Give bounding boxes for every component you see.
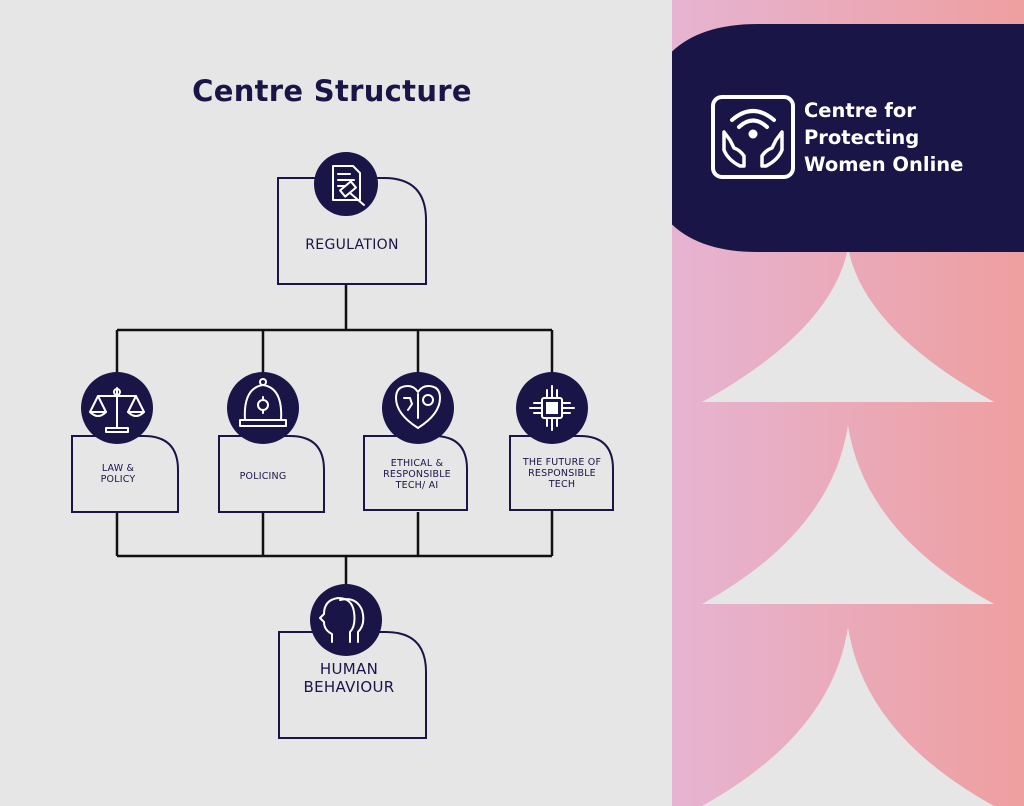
- law-policy-label: LAW & POLICY: [100, 463, 136, 485]
- decorative-panel: [672, 0, 1024, 806]
- node-boxes: [71, 177, 614, 739]
- police-helmet-icon: [239, 378, 287, 427]
- document-gavel-icon: [332, 165, 365, 206]
- future-tech-box: [509, 435, 614, 511]
- brand-line-3: Women Online: [804, 153, 964, 176]
- human-behaviour-label: HUMAN BEHAVIOUR: [303, 660, 395, 696]
- scales-icon: [89, 387, 145, 433]
- connector-lines: [115, 284, 554, 590]
- policing-box: [218, 435, 325, 513]
- brand-line-2: Protecting: [804, 126, 920, 149]
- microchip-icon: [529, 385, 575, 431]
- page-title: Centre Structure: [192, 74, 472, 108]
- future-tech-label: THE FUTURE OF RESPONSIBLE TECH: [522, 457, 602, 490]
- brand-line-1: Centre for: [804, 99, 916, 122]
- human-behaviour-box: [278, 631, 427, 739]
- decorative-pattern: [672, 0, 1024, 806]
- org-chart: [71, 152, 614, 739]
- policing-label: POLICING: [239, 471, 287, 482]
- law-policy-box: [71, 435, 179, 513]
- brain-gear-icon: [395, 385, 441, 429]
- brand-name: Centre for Protecting Women Online: [804, 97, 1004, 178]
- regulation-label: REGULATION: [305, 237, 399, 253]
- two-heads-icon: [319, 597, 365, 643]
- regulation-box: [277, 177, 427, 285]
- wifi-hands-icon: [711, 95, 795, 179]
- ethical-tech-label: ETHICAL & RESPONSIBLE TECH/ AI: [383, 458, 451, 491]
